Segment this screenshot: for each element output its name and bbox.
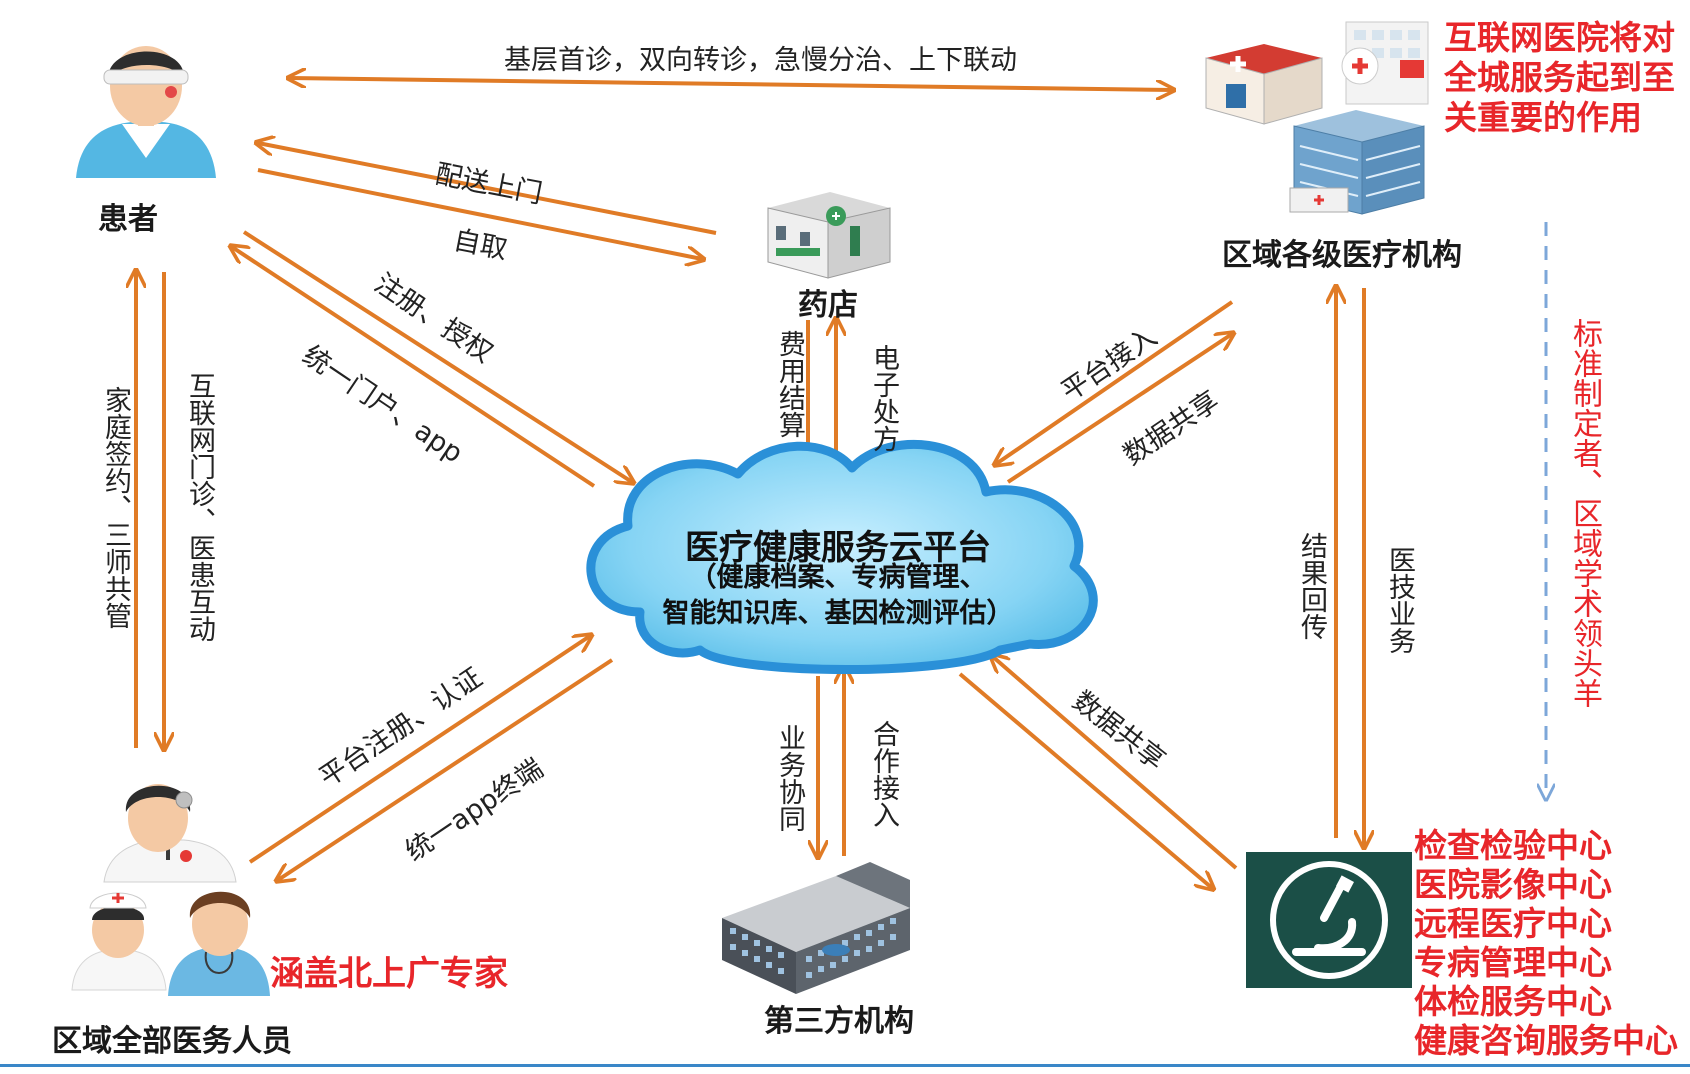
arrow-data-share-bottom [958, 672, 1212, 888]
microscope-icon [1246, 852, 1412, 988]
patient-avatar-icon [76, 46, 216, 178]
service-center-item: 专病管理中心 [1414, 943, 1612, 982]
arrow-patient-hospitals [290, 78, 1172, 90]
hospital-buildings-icon [1205, 21, 1429, 215]
edge-label-e-prescription: 电子处方 [868, 344, 899, 452]
arrow-register [242, 230, 632, 482]
cloud-shape [586, 439, 1098, 674]
arrow-delivery [258, 143, 717, 235]
medical-staff-icon [71, 784, 270, 996]
service-center-item: 健康咨询服务中心 [1414, 1021, 1678, 1060]
arrow-pickup [257, 168, 702, 259]
cloud-title: 医疗健康服务云平台 [685, 528, 991, 568]
node-label-third-party: 第三方机构 [764, 1004, 914, 1039]
edge-label-business-collab: 业务协同 [774, 724, 805, 832]
edge-label-online-clinic: 互联网门诊、医患互动 [184, 372, 215, 642]
node-label-patient: 患者 [98, 202, 158, 237]
arrow-portal [232, 247, 596, 488]
internet-hospital-note-line: 关重要的作用 [1444, 98, 1642, 137]
service-center-item: 医院影像中心 [1414, 865, 1612, 904]
edge-label-partner-access: 合作接入 [868, 720, 899, 828]
edge-label-tech-service: 医技业务 [1384, 546, 1415, 654]
service-centers-list: 检查检验中心 医院影像中心 远程医疗中心 专病管理中心 体检服务中心 健康咨询服… [1414, 826, 1678, 1060]
standards-note: 标准制定者、区域学术领头羊 [1567, 318, 1602, 708]
service-center-item: 检查检验中心 [1414, 826, 1612, 865]
service-center-item: 远程医疗中心 [1414, 904, 1612, 943]
node-label-pharmacy: 药店 [798, 288, 858, 323]
bottom-divider [0, 1064, 1690, 1067]
edge-label-family-doctor: 家庭签约、三师共管 [100, 386, 131, 629]
service-center-item: 体检服务中心 [1414, 982, 1612, 1021]
arrow-platform-access [996, 300, 1234, 464]
arrow-data-share-top [1006, 334, 1232, 484]
edge-label-result-return: 结果回传 [1296, 532, 1327, 640]
pharmacy-building-icon [767, 192, 891, 279]
office-building-icon [722, 862, 910, 994]
internet-hospital-note-line: 全城服务起到至 [1444, 58, 1675, 97]
cloud-subtitle-line-2: 智能知识库、基因检测评估） [662, 598, 1014, 629]
arrow-unified-app [278, 658, 614, 880]
edge-label-fee-settlement: 费用结算 [774, 330, 805, 438]
experts-note: 涵盖北上广专家 [270, 954, 508, 994]
arrow-platform-register [248, 636, 590, 864]
node-label-hospitals: 区域各级医疗机构 [1222, 238, 1462, 273]
internet-hospital-note-line: 互联网医院将对 [1444, 18, 1675, 57]
arrow-data-share-bottom-return [992, 656, 1238, 870]
cloud-subtitle-line-1: （健康档案、专病管理、 [689, 562, 987, 593]
edge-label-patient-hospitals: 基层首诊，双向转诊，急慢分治、上下联动 [504, 45, 1017, 76]
internet-hospital-note: 互联网医院将对 全城服务起到至 关重要的作用 [1444, 18, 1675, 138]
node-label-staff: 区域全部医务人员 [52, 1024, 292, 1059]
